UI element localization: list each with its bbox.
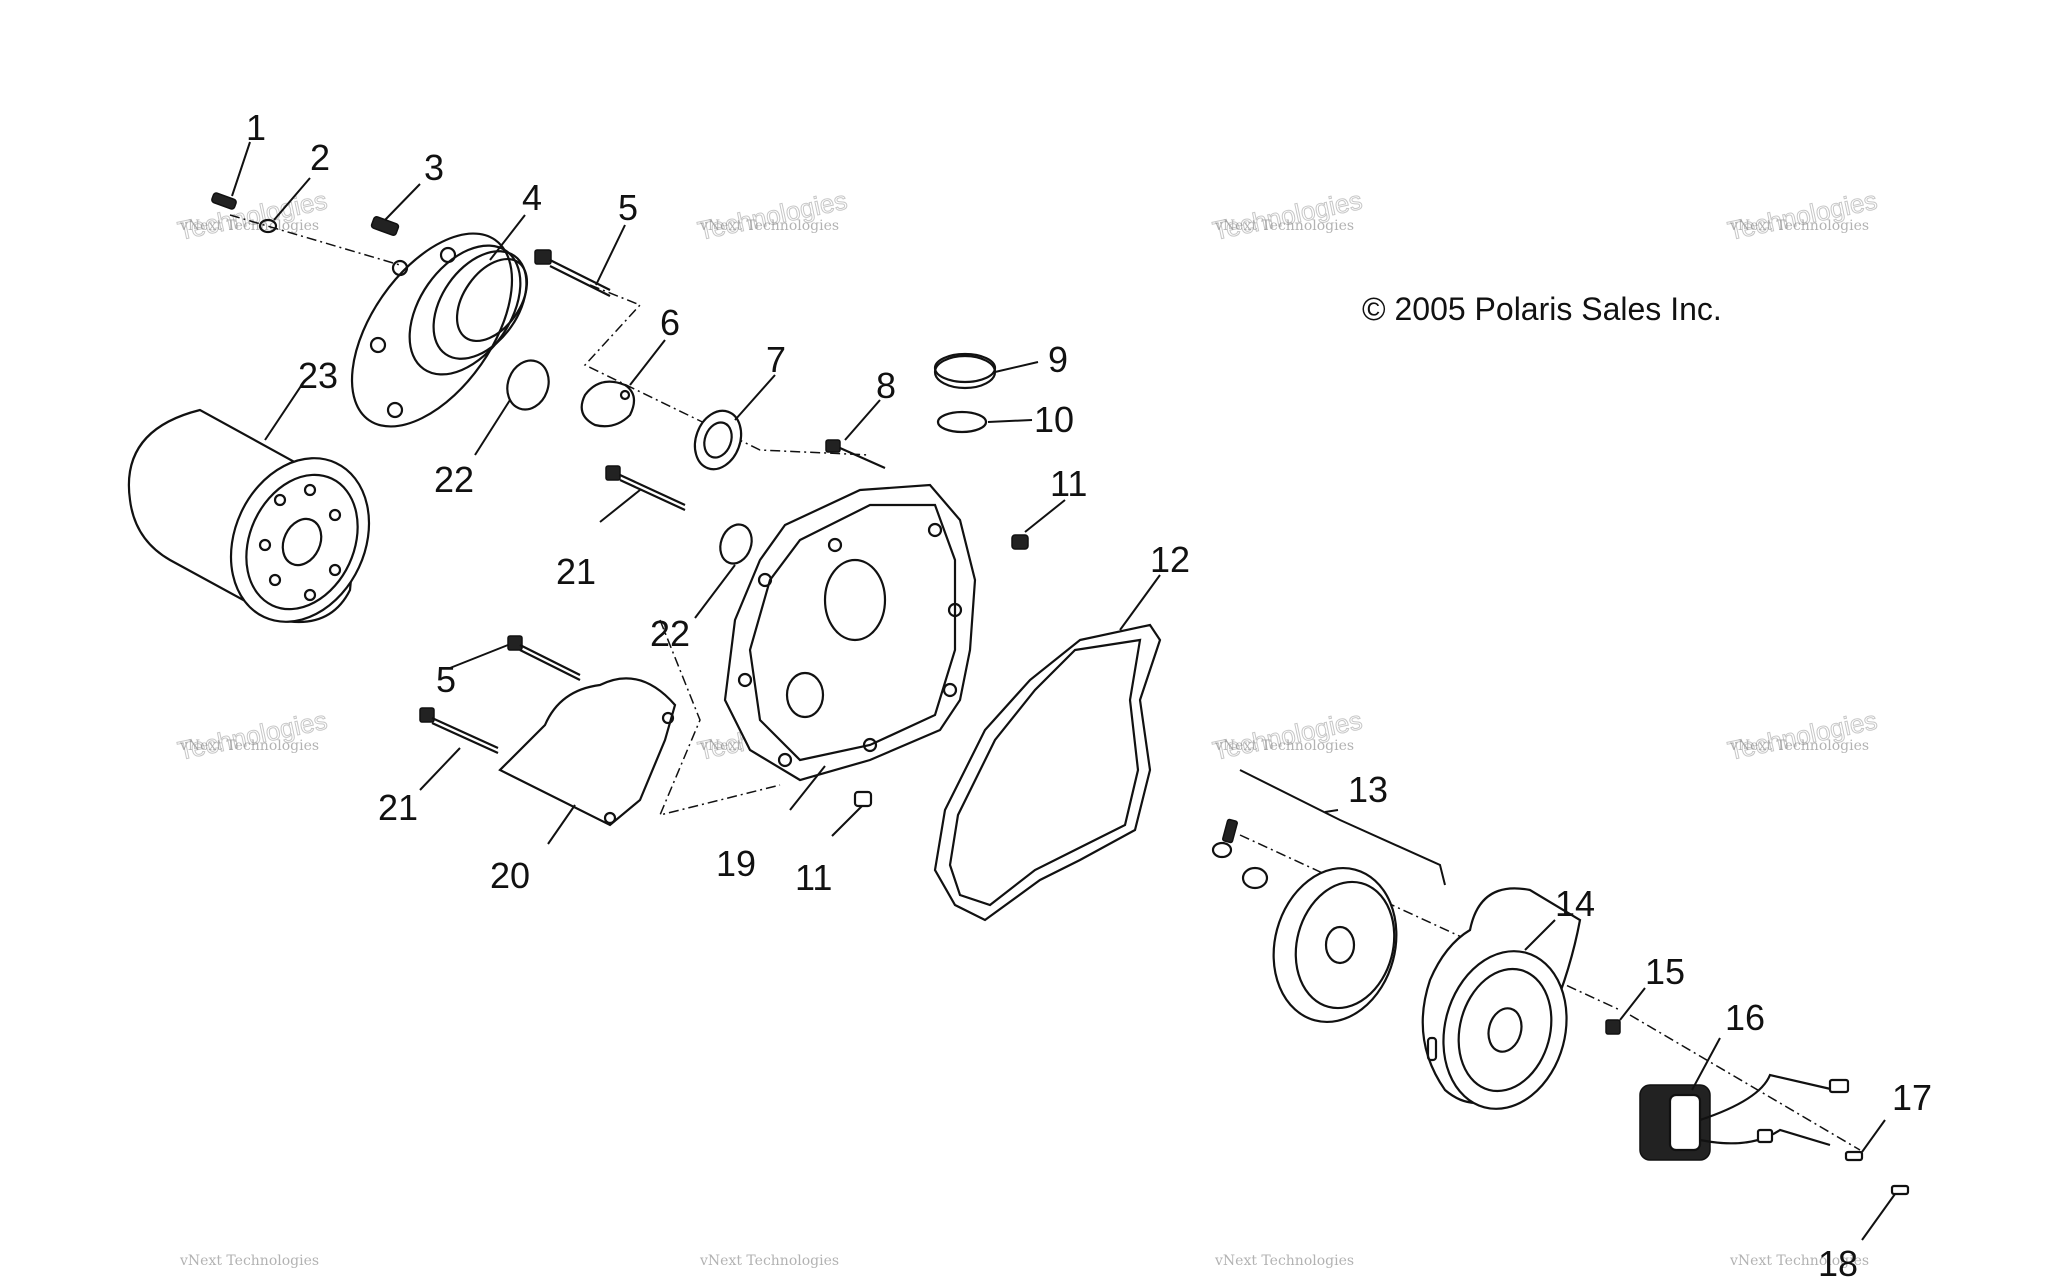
part-2-washer xyxy=(258,218,278,234)
svg-text:vNext Technologies: vNext Technologies xyxy=(179,1253,319,1269)
part-5-bolt xyxy=(534,249,611,297)
part-19-engine-cover xyxy=(723,483,977,782)
part-10-oring xyxy=(936,410,988,434)
svg-text:vNext Technologies: vNext Technologies xyxy=(1214,738,1354,754)
part-13-starter-gear xyxy=(1272,866,1398,1024)
watermark: Technologies vNext Technologies xyxy=(695,184,851,246)
callout-20: 20 xyxy=(490,855,530,896)
svg-text:vNext Technologies: vNext Technologies xyxy=(699,218,839,234)
svg-text:vNext Technologies: vNext Technologies xyxy=(1729,1253,1869,1269)
callout-13: 13 xyxy=(1348,769,1388,810)
watermark: Technologies vNext Technologies xyxy=(1725,704,1881,766)
svg-text:vNext Technologies: vNext Technologies xyxy=(699,1253,839,1269)
callout-12: 12 xyxy=(1150,539,1190,580)
part-11-dowel xyxy=(853,790,873,808)
callout-10: 10 xyxy=(1034,399,1074,440)
svg-text:Technologies: Technologies xyxy=(1725,705,1880,766)
callout-7: 7 xyxy=(766,339,786,380)
callout-16: 16 xyxy=(1725,997,1765,1038)
watermark: vNext Technologies xyxy=(699,1253,839,1269)
callout-22: 22 xyxy=(434,459,474,500)
part-4-housing xyxy=(350,232,529,428)
svg-text:Technologies: Technologies xyxy=(695,185,850,246)
part-20-guard xyxy=(498,677,677,827)
callout-3: 3 xyxy=(424,147,444,188)
part-6-gasket xyxy=(580,380,636,428)
part-12-gasket xyxy=(933,623,1162,922)
part-15-bolt xyxy=(1605,1019,1621,1035)
part-5-bolt xyxy=(507,635,581,681)
callout-11: 11 xyxy=(795,857,832,898)
callout-21: 21 xyxy=(378,787,418,828)
watermark: vNext Technologies xyxy=(1729,1253,1869,1269)
callout-labels: 1 2 3 4 5 6 7 8 9 10 11 12 13 14 15 16 1… xyxy=(246,107,1932,1280)
watermark: Technologies vNext Technologies xyxy=(175,704,331,766)
svg-text:Technologies: Technologies xyxy=(175,705,330,766)
leader-lines xyxy=(231,141,1896,1241)
watermark: Technologies vNext Technologies xyxy=(1210,184,1366,246)
callout-21: 21 xyxy=(556,551,596,592)
svg-text:Technologies: Technologies xyxy=(1210,185,1365,246)
svg-text:vNext Technologies: vNext Technologies xyxy=(1729,218,1869,234)
part-11-dowel xyxy=(1011,534,1029,550)
copyright-notice: © 2005 Polaris Sales Inc. xyxy=(1362,291,1722,327)
watermark: Technologies vNext Technologies xyxy=(175,184,331,246)
callout-14: 14 xyxy=(1555,883,1595,924)
part-23-oil-filter xyxy=(127,408,371,624)
callout-17: 17 xyxy=(1892,1077,1932,1118)
callout-5: 5 xyxy=(618,187,638,228)
part-16-stator xyxy=(1639,1073,1850,1161)
part-17-screw xyxy=(1844,1150,1864,1162)
part-21-bolt xyxy=(605,465,686,511)
callout-15: 15 xyxy=(1645,951,1685,992)
svg-text:vNext Technologies: vNext Technologies xyxy=(1729,738,1869,754)
callout-11: 11 xyxy=(1050,463,1087,504)
svg-text:Technologies: Technologies xyxy=(1210,705,1365,766)
svg-text:vNext Technologies: vNext Technologies xyxy=(1214,218,1354,234)
part-9-cap xyxy=(933,352,997,390)
svg-text:Technologies: Technologies xyxy=(175,185,330,246)
watermark: Technologies vNext Technologies xyxy=(1725,184,1881,246)
part-3-bolt xyxy=(370,216,400,236)
callout-9: 9 xyxy=(1048,339,1068,380)
part-18-screw xyxy=(1890,1184,1910,1196)
callout-5: 5 xyxy=(436,659,456,700)
callout-22: 22 xyxy=(650,613,690,654)
callout-18: 18 xyxy=(1818,1243,1858,1280)
svg-text:vNext Technologies: vNext Technologies xyxy=(179,738,319,754)
part-13-small-parts xyxy=(1211,818,1269,890)
part-14-flywheel xyxy=(1421,887,1582,1110)
part-13-bracket xyxy=(1239,769,1446,886)
callout-1: 1 xyxy=(246,107,266,148)
callout-8: 8 xyxy=(876,365,896,406)
watermark: vNext Technologies xyxy=(1214,1253,1354,1269)
watermark: Technologies vNext Technologies xyxy=(1210,704,1366,766)
svg-text:Technologies: Technologies xyxy=(1725,185,1880,246)
part-7-seal xyxy=(693,409,743,471)
watermark: vNext Technologies xyxy=(179,1253,319,1269)
part-1-bolt xyxy=(211,192,237,210)
callout-2: 2 xyxy=(310,137,330,178)
part-22-oring xyxy=(506,359,550,411)
callout-23: 23 xyxy=(298,355,338,396)
callout-6: 6 xyxy=(660,302,680,343)
part-8-bolt xyxy=(825,439,886,470)
part-22-oring xyxy=(719,523,753,565)
part-21-bolt xyxy=(419,707,499,755)
callout-4: 4 xyxy=(522,177,542,218)
callout-19: 19 xyxy=(716,843,756,884)
svg-text:vNext Technologies: vNext Technologies xyxy=(179,218,319,234)
svg-text:vNext Technologies: vNext Technologies xyxy=(1214,1253,1354,1269)
